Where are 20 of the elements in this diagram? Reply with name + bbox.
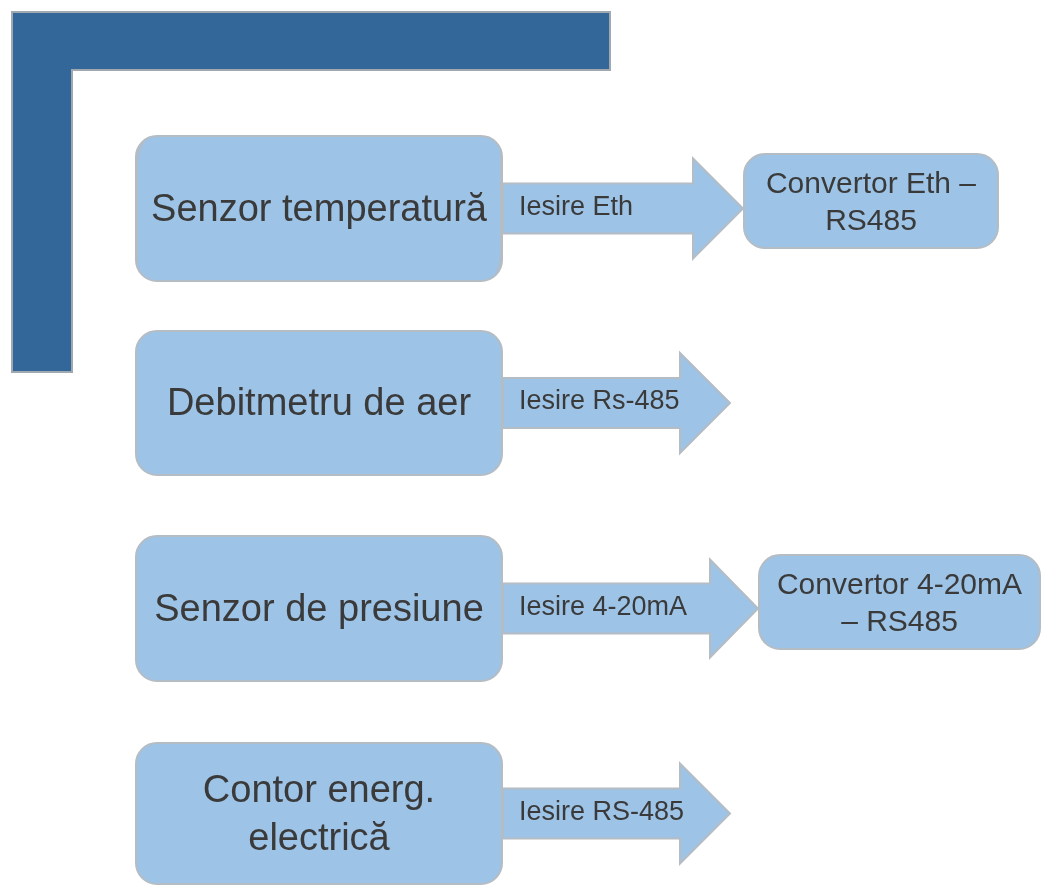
process-box [135, 135, 503, 282]
process-box [135, 742, 503, 885]
process-box [743, 153, 999, 249]
edge-label: Iesire RS-485 [519, 795, 685, 827]
process-box [135, 535, 503, 682]
node-text: Debitmetru de aer [166, 380, 472, 426]
block-arrow [502, 350, 732, 456]
block-arrow [502, 761, 732, 866]
process-box [758, 554, 1041, 650]
process-box [135, 330, 503, 476]
node-text: Convertor 4-20mA – RS485 [775, 565, 1024, 639]
edge-label: Iesire Eth [519, 190, 634, 222]
block-arrow [502, 156, 745, 261]
edge-label: Iesire 4-20mA [519, 590, 688, 622]
node-text: Senzor temperatură [151, 185, 487, 231]
node-text: Contor energ. electrică [201, 767, 437, 860]
node-text: Senzor de presiune [154, 585, 484, 631]
node-text: Convertor Eth – RS485 [764, 164, 978, 238]
edge-label: Iesire Rs-485 [519, 385, 680, 416]
block-arrow [502, 557, 760, 660]
